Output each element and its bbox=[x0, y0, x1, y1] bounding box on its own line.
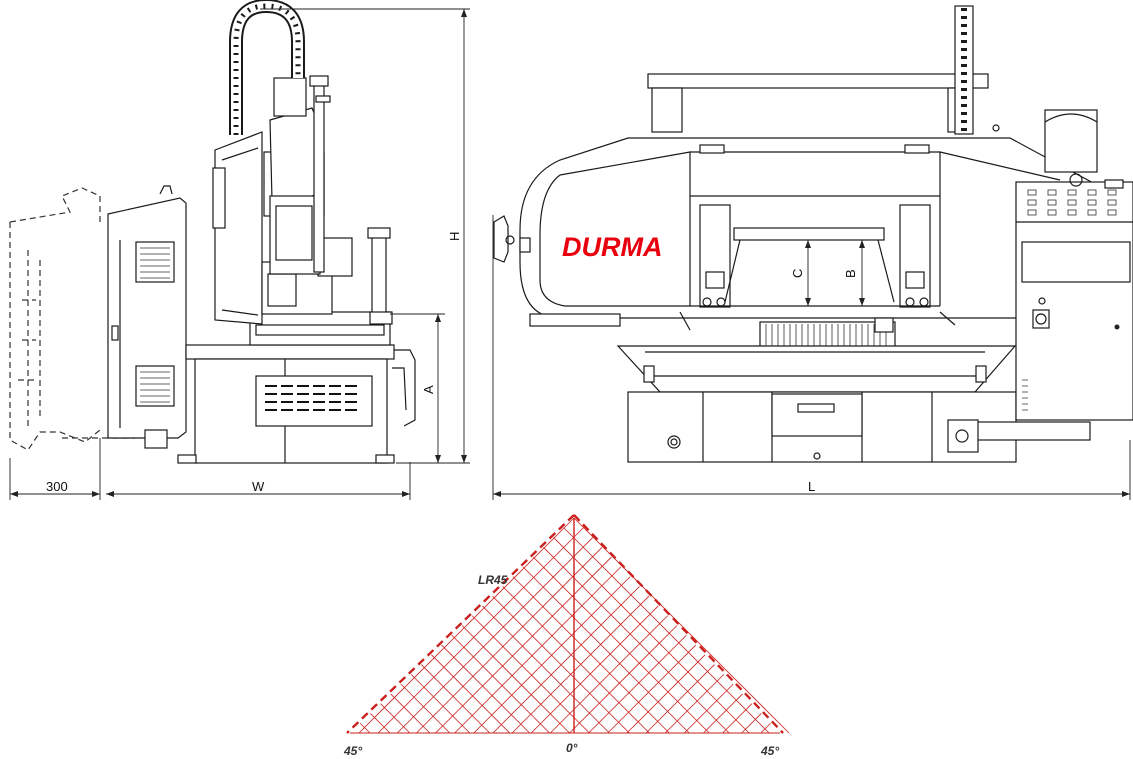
front-view-blade-housing bbox=[493, 109, 1098, 319]
miter-cut-line-right bbox=[370, 713, 391, 734]
miter-cut-line-right bbox=[471, 615, 590, 734]
front-view-cable-chain bbox=[954, 5, 974, 135]
miter-cut-line-right bbox=[482, 605, 610, 734]
miter-cut-line-left bbox=[416, 547, 603, 734]
miter-cut-line-left bbox=[530, 605, 659, 734]
miter-cut-line-right bbox=[410, 674, 471, 734]
miter-cut-line-left bbox=[396, 537, 594, 734]
brand-logo: DURMA bbox=[562, 232, 663, 262]
miter-cut-line-left bbox=[741, 713, 762, 734]
miter-cut-line-left bbox=[454, 566, 622, 734]
miter-cut-line-right bbox=[563, 527, 770, 734]
miter-cut-line-left bbox=[664, 674, 725, 734]
miter-cut-line-left bbox=[626, 654, 706, 734]
miter-cut-line-left bbox=[511, 595, 650, 734]
dimension-label-height: H bbox=[447, 232, 462, 241]
miter-cut-line-right bbox=[502, 586, 650, 734]
dimension-label-width: W bbox=[252, 479, 265, 494]
front-view bbox=[493, 5, 1133, 463]
miter-cut-line-left bbox=[492, 586, 640, 734]
side-view-cabinet bbox=[107, 185, 187, 449]
miter-cut-line-right bbox=[573, 517, 790, 734]
miter-cut-line-right bbox=[461, 625, 570, 734]
miter-cut-line-right bbox=[543, 547, 730, 734]
side-view bbox=[9, 0, 416, 464]
miter-cut-line-left bbox=[645, 664, 715, 734]
miter-cut-line-right bbox=[512, 576, 670, 734]
side-view-table bbox=[249, 227, 393, 346]
miter-cut-line-left bbox=[760, 722, 771, 734]
dimension-label-c: C bbox=[790, 269, 805, 278]
miter-cut-line-right bbox=[492, 595, 630, 734]
miter-cut-line-left bbox=[358, 517, 575, 734]
miter-right-boundary bbox=[573, 514, 784, 734]
miter-cut-line-left bbox=[722, 703, 753, 734]
miter-left-boundary bbox=[346, 514, 575, 734]
miter-cut-line-right bbox=[532, 556, 710, 734]
front-view-cutting-zone bbox=[679, 204, 956, 331]
miter-cut-line-right bbox=[451, 634, 550, 734]
miter-cut-line-left bbox=[684, 683, 734, 734]
side-view-dimensions bbox=[9, 8, 470, 500]
dimension-label-length: L bbox=[808, 479, 815, 494]
miter-cut-line-left bbox=[703, 693, 743, 734]
miter-right-angle: 45° bbox=[760, 744, 779, 758]
front-view-dimensions bbox=[492, 215, 1131, 500]
dimension-label-b: B bbox=[843, 269, 858, 278]
side-view-base bbox=[177, 344, 416, 464]
front-view-control-panel bbox=[947, 173, 1133, 453]
dimension-label-offset: 300 bbox=[46, 479, 68, 494]
dimension-label-a: A bbox=[421, 385, 436, 394]
miter-cut-lines bbox=[350, 517, 790, 734]
miter-cut-line-right bbox=[390, 693, 431, 734]
miter-cut-line-right bbox=[380, 703, 411, 734]
miter-model-label: LR45 bbox=[478, 573, 508, 587]
front-view-chip-tray bbox=[616, 345, 1017, 393]
miter-cut-line-left bbox=[569, 625, 678, 734]
front-view-table bbox=[529, 313, 896, 351]
miter-cut-line-right bbox=[522, 566, 690, 734]
miter-angle-diagram: LR45 45° 0° 45° bbox=[343, 514, 790, 758]
miter-cut-line-right bbox=[400, 683, 451, 734]
miter-cut-line-left bbox=[473, 576, 631, 734]
side-view-motor bbox=[269, 75, 331, 275]
front-view-top-frame bbox=[647, 73, 989, 133]
miter-cut-line-left bbox=[588, 634, 687, 734]
miter-cut-line-left bbox=[435, 556, 612, 734]
miter-cut-line-right bbox=[359, 722, 371, 734]
miter-cut-line-right bbox=[420, 664, 490, 734]
miter-cut-line-left bbox=[377, 527, 584, 734]
miter-cut-line-right bbox=[431, 654, 510, 734]
miter-cut-line-right bbox=[441, 644, 530, 734]
miter-cut-line-left bbox=[607, 644, 697, 734]
miter-center-angle: 0° bbox=[566, 741, 578, 755]
miter-left-angle: 45° bbox=[343, 744, 362, 758]
side-view-cable-chain bbox=[229, 0, 305, 135]
